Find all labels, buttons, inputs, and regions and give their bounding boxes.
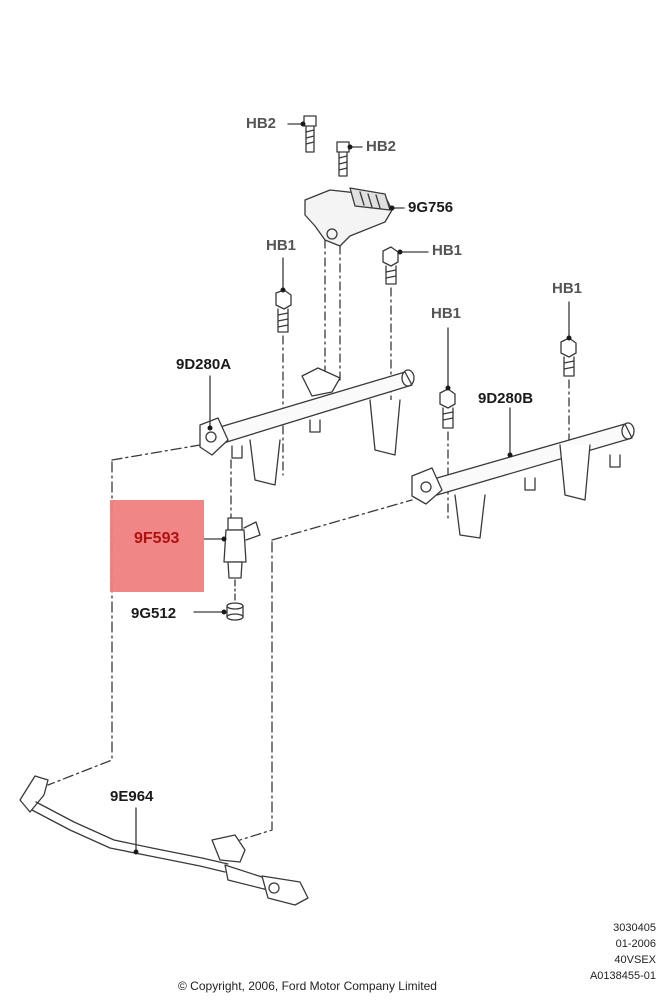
callout-9g756: 9G756 — [408, 199, 454, 216]
bolt-hb2-top — [303, 115, 317, 153]
guide-line-right — [239, 541, 273, 841]
reference-id: A0138455-01 — [589, 970, 656, 982]
seal-9g512 — [226, 602, 244, 621]
callout-9f593: 9F593 — [134, 530, 180, 547]
reference-date: 01-2006 — [615, 938, 656, 950]
highlight-box — [110, 500, 204, 592]
injector-9f593 — [223, 517, 261, 605]
callout-9d280a: 9D280A — [176, 356, 232, 373]
fuel-supply-pipe-9e964 — [19, 775, 309, 906]
bolt-hb2-right — [336, 141, 350, 177]
callout-hb1-mid: HB1 — [432, 242, 463, 259]
reference-vehicle: 40VSEX — [614, 954, 656, 966]
callout-hb2-top: HB2 — [246, 115, 277, 132]
drawing-reference-block: 3030405 01-2006 40VSEX A0138455-01 — [590, 920, 656, 984]
bolt-hb1-rail-b — [439, 388, 456, 521]
bolt-hb1-left — [275, 289, 292, 476]
callout-9e964: 9E964 — [110, 788, 154, 805]
callout-hb2-right: HB2 — [366, 138, 397, 155]
callout-9g512: 9G512 — [131, 605, 177, 622]
fuel-rail-9d280a — [111, 367, 415, 521]
guide-line-left — [47, 461, 113, 786]
fuel-rail-9d280b — [271, 422, 635, 541]
callout-9d280b: 9D280B — [478, 390, 534, 407]
copyright-notice: © Copyright, 2006, Ford Motor Company Li… — [178, 979, 437, 993]
callout-hb1-rail-b: HB1 — [431, 305, 462, 322]
callout-hb1-far: HB1 — [552, 280, 583, 297]
pressure-sensor-9g756 — [304, 187, 393, 381]
callout-hb1-left: HB1 — [266, 237, 297, 254]
reference-code: 3030405 — [613, 922, 656, 934]
